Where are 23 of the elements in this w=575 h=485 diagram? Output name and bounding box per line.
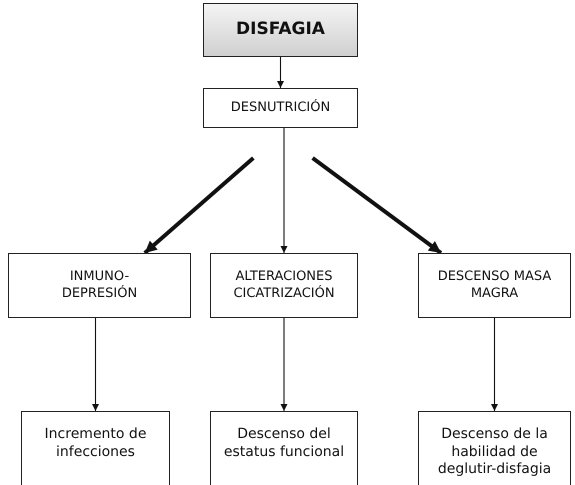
arrow (280, 318, 288, 411)
title-box (203, 3, 358, 57)
arrow (143, 156, 255, 254)
node-label: INMUNO- DEPRESIÓN (60, 269, 138, 302)
process-box (210, 253, 358, 318)
node-label: ALTERACIONES CICATRIZACIÓN (232, 269, 336, 302)
process-box (210, 411, 358, 485)
node-label: DISFAGIA (236, 19, 325, 41)
process-box (8, 253, 191, 318)
process-box (418, 253, 571, 318)
node-label: Descenso de la habilidad de deglutir-disfagia (436, 426, 552, 478)
node-label: Descenso del estatus funcional (222, 426, 346, 461)
arrow (311, 156, 442, 255)
process-box (203, 88, 358, 128)
process-box (21, 411, 170, 485)
arrow (92, 318, 99, 411)
process-box (418, 411, 571, 485)
node-label: DESNUTRICIÓN (230, 100, 330, 116)
node-label: Incremento de infecciones (44, 426, 148, 461)
arrow (277, 57, 284, 88)
node-label: DESCENSO MASA MAGRA (436, 269, 552, 302)
arrow (491, 318, 498, 411)
arrow (280, 128, 288, 253)
